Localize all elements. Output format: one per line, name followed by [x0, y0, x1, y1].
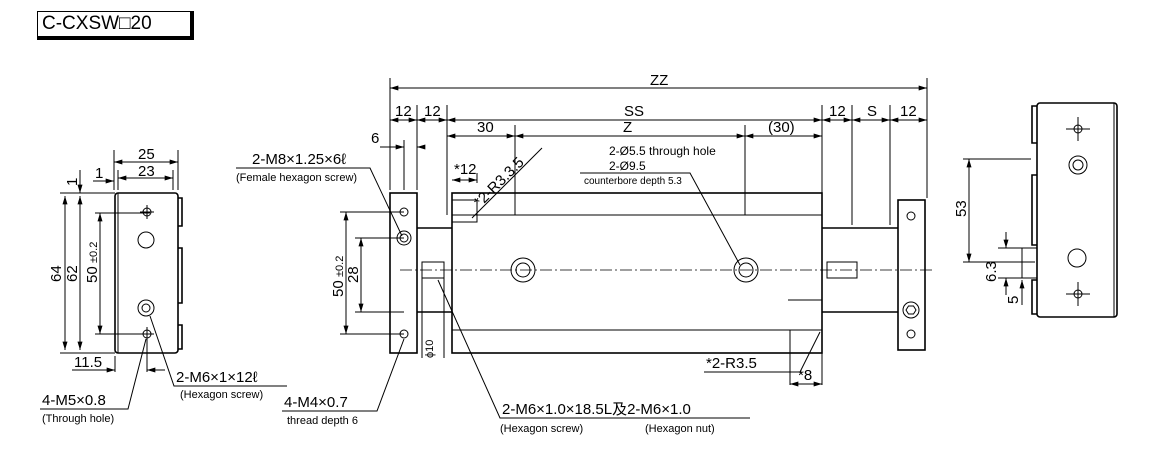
callout-m6-hex: 2-M6×1.0×18.5L及2-M6×1.0 [502, 401, 691, 418]
callout-m4: 4-M4×0.7 [284, 394, 348, 411]
dim-64: 64 [48, 265, 65, 282]
front-view: ZZ 12 12 SS 12 S 12 30 Z (30) 6 *12 *2-R… [236, 72, 935, 435]
callout-r3-5: *2-R3.5 [706, 355, 757, 372]
dim-50-front-tolerance: ±0.2 [334, 256, 346, 277]
callout-m6-screw: 2-M6×1×12ℓ [176, 369, 258, 386]
dim-28: 28 [345, 266, 362, 283]
dim-ss: SS [624, 103, 644, 120]
callout-m5: 4-M5×0.8 [42, 392, 106, 409]
dim-30-ref: (30) [768, 119, 795, 136]
dim-50-front: 50 [330, 280, 347, 297]
model-title: C-CXSW□20 [37, 11, 194, 40]
callout-m6-screw-note: (Hexagon screw) [180, 389, 263, 401]
callout-m8-note: (Female hexagon screw) [236, 172, 357, 184]
dim-star-12: *12 [454, 161, 477, 178]
right-side-view: 53 6.3 5 [953, 102, 1118, 318]
dim-1-horizontal: 1 [95, 165, 103, 182]
dim-12-d: 12 [900, 103, 917, 120]
dim-5: 5 [1005, 296, 1022, 304]
callout-m4-note: thread depth 6 [287, 415, 358, 427]
dim-11-5: 11.5 [74, 354, 102, 371]
dim-12-c: 12 [829, 103, 846, 120]
dim-30: 30 [477, 119, 494, 136]
callout-r3-3-5: *2-R3.3.5 [471, 154, 528, 211]
dim-25: 25 [138, 146, 155, 163]
left-side-view: 25 23 1 1 64 62 50 ±0.2 11.5 4-M5×0.8 (T… [40, 146, 287, 425]
dim-s: S [867, 103, 877, 120]
dim-50-tolerance: ±0.2 [88, 242, 100, 263]
callout-m6-hex-note-screw: (Hexagon screw) [500, 423, 583, 435]
callout-m5-note: (Through hole) [42, 413, 114, 425]
dim-zz: ZZ [650, 72, 668, 89]
dim-62: 62 [64, 265, 81, 282]
callout-m6-hex-note-nut: (Hexagon nut) [645, 423, 715, 435]
dim-12-a: 12 [395, 103, 412, 120]
dim-6-3: 6.3 [983, 261, 1000, 282]
dim-star-8: *8 [798, 367, 812, 384]
dim-1-vertical: 1 [64, 178, 81, 186]
dim-z: Z [623, 119, 632, 136]
dim-12-b: 12 [424, 103, 441, 120]
dim-50: 50 [84, 266, 101, 283]
dim-phi-10: ϕ10 [424, 340, 436, 358]
dim-6: 6 [371, 130, 379, 147]
callout-counterbore-depth: counterbore depth 5.3 [584, 176, 682, 187]
callout-counterbore-dia: 2-Ø9.5 [609, 159, 646, 173]
callout-through-hole: 2-Ø5.5 through hole [609, 144, 716, 158]
dim-23: 23 [138, 163, 155, 180]
dim-53: 53 [953, 200, 970, 217]
callout-m8: 2-M8×1.25×6ℓ [252, 151, 346, 168]
